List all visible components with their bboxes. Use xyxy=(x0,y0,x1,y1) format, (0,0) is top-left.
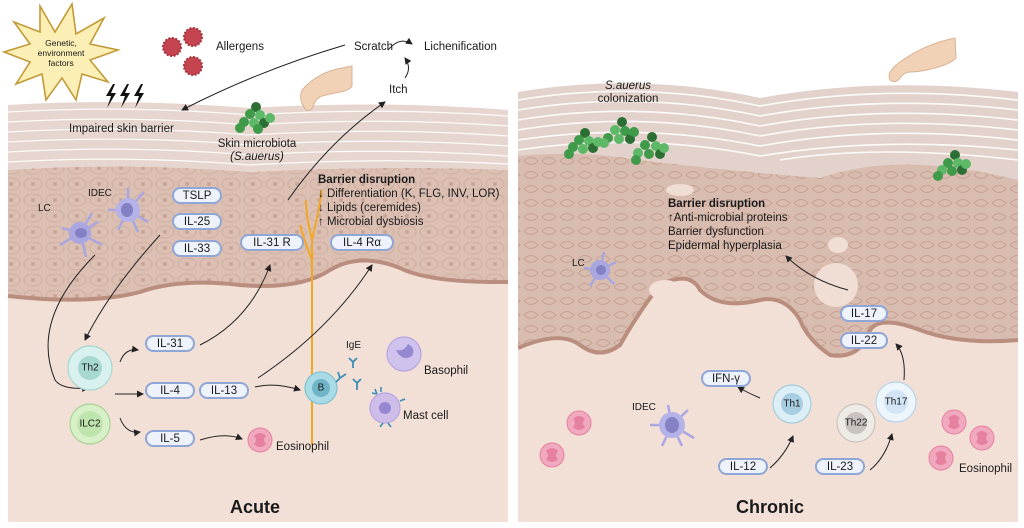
allergens-label: Allergens xyxy=(216,41,264,53)
eosinophil-acute xyxy=(247,427,273,453)
arrow-scratch-to-barrier xyxy=(181,44,346,111)
arrow-scratch-to-lichenification xyxy=(387,37,413,51)
barrier-disruption-item: ↑ Microbial dysbiosis xyxy=(318,216,424,228)
ige-antibodies xyxy=(335,357,362,390)
basophil xyxy=(386,336,422,372)
genetic-factors-starburst xyxy=(1,1,121,103)
tslp-cytokine: TSLP xyxy=(172,187,222,204)
th2-label: Th2 xyxy=(81,362,99,374)
il25-cytokine: IL-25 xyxy=(172,213,222,230)
arrow-th1-to-ifng xyxy=(737,386,761,399)
idec-label-acute: IDEC xyxy=(88,188,112,199)
ilc2-label: ILC2 xyxy=(79,418,101,430)
il31-receptor: IL-31 R xyxy=(240,234,304,251)
th22-label: Th22 xyxy=(844,417,868,429)
il23-cytokine: IL-23 xyxy=(815,458,865,475)
scratch-label: Scratch xyxy=(354,41,393,53)
arrow-il13-to-b-cell xyxy=(254,384,301,392)
lc-label-chronic: LC xyxy=(572,258,585,269)
idec-cell-acute xyxy=(108,188,149,233)
barrier-disruption-item: ↑Anti-microbial proteins xyxy=(668,212,788,224)
barrier-disruption-heading: Barrier disruption xyxy=(668,198,766,210)
barrier-disruption-item: ↓ Lipids (ceremides) xyxy=(318,202,421,214)
arrow-il12-to-th1 xyxy=(769,435,794,469)
lightning-icons xyxy=(106,84,144,108)
mast-cell-label: Mast cell xyxy=(403,410,449,422)
arrow-il23-to-th17 xyxy=(869,433,894,471)
lc-cell-chronic xyxy=(583,251,617,287)
impaired-barrier-label: Impaired skin barrier xyxy=(69,123,174,135)
lichenification-label: Lichenification xyxy=(424,41,497,53)
il12-cytokine: IL-12 xyxy=(718,458,768,475)
acute-panel xyxy=(7,102,509,522)
arrow-to-itch xyxy=(287,101,386,201)
barrier-disruption-chronic: Barrier disruption ↑Anti-microbial prote… xyxy=(668,197,788,253)
acute-panel-title: Acute xyxy=(230,497,281,517)
ige-label: IgE xyxy=(346,340,362,351)
panel-divider xyxy=(508,0,518,528)
il17-cytokine: IL-17 xyxy=(840,305,888,322)
barrier-disruption-acute: Barrier disruption ↓ Differentiation (K,… xyxy=(318,173,500,229)
s-aureus-colonization-label: S.auerus colonization xyxy=(597,80,659,106)
eosinophil-label-chronic: Eosinophil xyxy=(959,463,1013,475)
arrow-ilc2-to-il5 xyxy=(119,417,141,437)
arrow-cytokines-to-th2 xyxy=(84,234,161,341)
bacteria-clusters-chronic xyxy=(564,117,971,181)
il22-cytokine: IL-22 xyxy=(840,332,888,349)
chronic-panel-title: Chronic xyxy=(736,497,805,517)
ifn-gamma-cytokine: IFN-γ xyxy=(701,370,751,387)
skin-microbiota-label: Skin microbiota (S.auerus) xyxy=(217,138,297,164)
th1-label: Th1 xyxy=(783,398,801,410)
b-cell-label: B xyxy=(317,382,325,394)
barrier-disruption-item: ↓ Differentiation (K, FLG, INV, LOR) xyxy=(318,188,500,200)
il31-cytokine: IL-31 xyxy=(145,335,195,352)
bacteria-cluster-acute xyxy=(235,102,275,134)
arrow-th2-to-il31 xyxy=(119,345,139,363)
il13-cytokine: IL-13 xyxy=(199,382,249,399)
mast-cell xyxy=(369,387,406,428)
eosinophil-label-acute: Eosinophil xyxy=(276,441,330,453)
il4-receptor-alpha: IL-4 Rα xyxy=(330,234,394,251)
il4-cytokine: IL-4 xyxy=(145,382,195,399)
genetic-factors-label: Genetic, environment factors xyxy=(37,38,85,68)
il33-cytokine: IL-33 xyxy=(172,240,222,257)
nerve-fiber xyxy=(299,189,323,445)
basophil-label: Basophil xyxy=(424,365,469,377)
th17-label: Th17 xyxy=(884,396,908,408)
itch-label: Itch xyxy=(389,84,408,96)
idec-cell-chronic xyxy=(650,404,695,447)
arrow-itch-to-scratch xyxy=(404,57,412,79)
barrier-disruption-heading: Barrier disruption xyxy=(318,174,416,186)
chronic-stratum-corneum xyxy=(518,83,1018,180)
arrow-il31-to-il31r xyxy=(199,264,272,346)
eosinophils-chronic xyxy=(539,409,995,471)
idec-label-chronic: IDEC xyxy=(632,402,656,413)
arrow-il13-to-il4ra xyxy=(257,264,373,379)
allergen-particles xyxy=(162,27,203,76)
lc-cell-acute xyxy=(59,212,103,258)
arrow-lc-to-th2 xyxy=(47,254,96,392)
scratching-hand-icon-acute xyxy=(300,65,353,111)
il5-cytokine: IL-5 xyxy=(145,430,195,447)
arrow-th17-to-il22 xyxy=(895,343,905,381)
barrier-disruption-item: Epidermal hyperplasia xyxy=(668,240,782,252)
scratching-hand-icon-chronic xyxy=(888,37,957,83)
lc-label-acute: LC xyxy=(38,203,51,214)
barrier-disruption-item: Barrier dysfunction xyxy=(668,226,764,238)
arrow-il5-to-eosinophil xyxy=(199,433,243,441)
arrow-il17-to-barrier xyxy=(785,255,849,291)
